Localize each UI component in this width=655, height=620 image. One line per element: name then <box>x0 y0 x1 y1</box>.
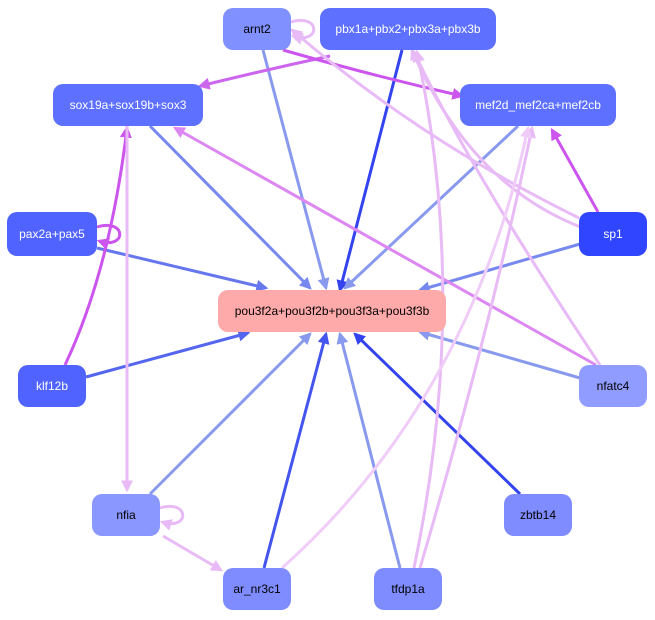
edge-mef-to-pou <box>343 124 520 290</box>
node-pou-label: pou3f2a+pou3f2b+pou3f3a+pou3f3b <box>235 304 430 318</box>
node-tfdp-box <box>374 568 442 610</box>
node-pax-label: pax2a+pax5 <box>19 227 85 241</box>
edge-ar-to-mef <box>281 125 532 570</box>
node-nfia[interactable]: nfia <box>92 494 160 536</box>
node-nfia-label: nfia <box>116 508 136 522</box>
node-zbtb[interactable]: zbtb14 <box>504 494 572 536</box>
node-pbx-label: pbx1a+pbx2+pbx3a+pbx3b <box>335 22 480 36</box>
edge-sp1-to-arnt2 <box>290 28 580 220</box>
node-mef[interactable]: mef2d_mef2ca+mef2cb <box>460 84 616 126</box>
node-ar[interactable]: ar_nr3c1 <box>223 568 291 610</box>
node-tfdp-label: tfdp1a <box>391 582 425 596</box>
node-nfatc4-box <box>579 365 647 407</box>
node-sox-box <box>53 84 203 126</box>
node-pou-box <box>218 290 446 332</box>
edge-arnt2-to-arnt2 <box>290 18 316 45</box>
node-arnt2-box <box>223 8 291 50</box>
node-klf[interactable]: klf12b <box>18 365 86 407</box>
node-ar-label: ar_nr3c1 <box>233 582 281 596</box>
edge-nfia-to-nfia <box>159 504 185 531</box>
edge-ar-to-pou <box>262 331 330 569</box>
node-sox-label: sox19a+sox19b+sox3 <box>70 98 187 112</box>
edge-klf-to-sox <box>63 125 132 366</box>
edge-nfatc4-to-pou <box>417 328 581 380</box>
node-zbtb-label: zbtb14 <box>520 508 556 522</box>
edge-pax-to-pou <box>96 246 269 292</box>
node-sp1[interactable]: sp1 <box>579 212 647 256</box>
edge-nfatc4-to-pbx <box>412 49 602 366</box>
node-pax[interactable]: pax2a+pax5 <box>7 212 97 256</box>
node-sox[interactable]: sox19a+sox19b+sox3 <box>53 84 203 126</box>
edge-arnt2-to-pou <box>261 49 330 291</box>
node-mef-box <box>460 84 616 126</box>
edge-nfia-to-pou <box>148 332 312 496</box>
edge-tfdp-to-mef <box>418 125 536 569</box>
edge-layer <box>63 18 602 572</box>
node-arnt2-label: arnt2 <box>243 22 271 36</box>
node-nfatc4-label: nfatc4 <box>597 379 630 393</box>
node-pax-box <box>7 212 97 256</box>
node-mef-label: mef2d_mef2ca+mef2cb <box>475 98 601 112</box>
node-arnt2[interactable]: arnt2 <box>223 8 291 50</box>
node-klf-label: klf12b <box>36 379 68 393</box>
node-nfatc4[interactable]: nfatc4 <box>579 365 647 407</box>
edge-klf-to-pou <box>85 329 251 379</box>
node-tfdp[interactable]: tfdp1a <box>374 568 442 610</box>
edge-nfatc4-to-sox <box>172 126 597 367</box>
edge-tfdp-to-pou <box>336 331 402 569</box>
edge-sox-to-pou <box>148 124 312 290</box>
node-sp1-label: sp1 <box>603 227 623 241</box>
node-layer: arnt2 pbx1a+pbx2+pbx3a+pbx3b sox19a+sox19b… <box>7 8 647 610</box>
node-pbx[interactable]: pbx1a+pbx2+pbx3a+pbx3b <box>320 8 496 50</box>
edge-pbx-to-pou <box>336 49 404 293</box>
edge-sp1-to-mef <box>550 127 600 213</box>
node-nfia-box <box>92 494 160 536</box>
node-klf-box <box>18 365 86 407</box>
node-pbx-box <box>320 8 496 50</box>
node-zbtb-box <box>504 494 572 536</box>
edge-arnt2-to-mef <box>282 48 465 100</box>
node-sp1-box <box>579 212 647 256</box>
edge-nfia-to-ar <box>162 534 224 572</box>
node-pou[interactable]: pou3f2a+pou3f2b+pou3f3a+pou3f3b <box>218 290 446 332</box>
node-ar-box <box>223 568 291 610</box>
